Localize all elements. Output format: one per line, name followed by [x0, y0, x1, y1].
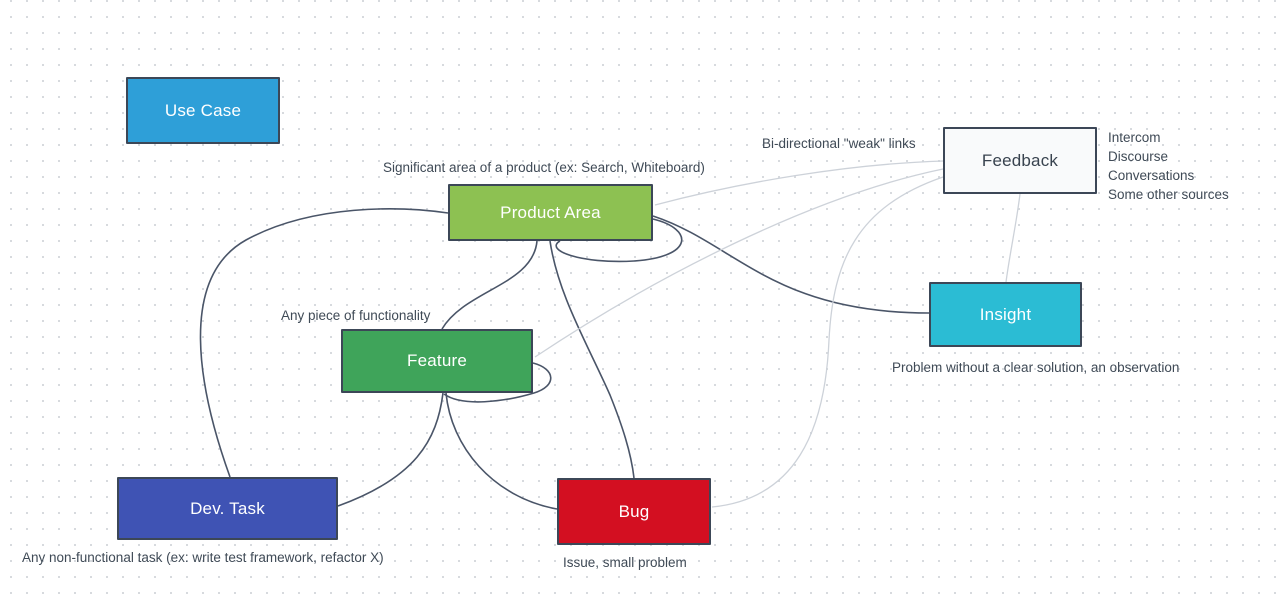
node-dev-task-label: Dev. Task: [190, 498, 265, 518]
node-use-case[interactable]: Use Case: [126, 77, 280, 144]
annotation-insight[interactable]: Problem without a clear solution, an obs…: [892, 360, 1180, 375]
edge-feedback-product-area[interactable]: [654, 160, 944, 206]
annotation-feedback-sources[interactable]: Intercom Discourse Conversations Some ot…: [1108, 128, 1229, 204]
feedback-source-line: Some other sources: [1108, 187, 1229, 202]
edge-feature-bug[interactable]: [445, 392, 558, 510]
annotation-bug[interactable]: Issue, small problem: [563, 555, 687, 570]
node-use-case-label: Use Case: [164, 100, 242, 120]
edge-product-area-self-loop[interactable]: [555, 218, 683, 263]
node-bug[interactable]: Bug: [557, 478, 711, 545]
annotation-dev-task[interactable]: Any non-functional task (ex: write test …: [22, 550, 384, 565]
feedback-source-line: Conversations: [1108, 168, 1195, 183]
edge-feedback-bug[interactable]: [711, 176, 944, 508]
node-dev-task[interactable]: Dev. Task: [117, 477, 338, 540]
edge-feature-self-loop[interactable]: [443, 362, 552, 403]
edge-dev-task-product-area[interactable]: [199, 208, 449, 478]
feedback-source-line: Intercom: [1108, 130, 1161, 145]
feedback-source-line: Discourse: [1108, 149, 1169, 164]
annotation-feature[interactable]: Any piece of functionality: [281, 308, 431, 323]
edge-product-area-insight[interactable]: [652, 215, 930, 314]
node-insight[interactable]: Insight: [929, 282, 1082, 347]
node-product-area[interactable]: Product Area: [448, 184, 653, 241]
node-feedback-label: Feedback: [981, 150, 1059, 170]
edge-feature-dev-task[interactable]: [337, 392, 444, 507]
annotation-product-area[interactable]: Significant area of a product (ex: Searc…: [383, 160, 705, 175]
edge-product-area-bug[interactable]: [549, 240, 635, 479]
node-feature-label: Feature: [407, 351, 467, 370]
node-bug-label: Bug: [618, 501, 650, 521]
node-product-area-label: Product Area: [500, 202, 601, 222]
edge-feedback-insight[interactable]: [1005, 193, 1021, 283]
edge-product-area-feature[interactable]: [441, 240, 538, 330]
node-feedback[interactable]: Feedback: [943, 127, 1097, 194]
annotation-weak-links[interactable]: Bi-directional "weak" links: [762, 136, 916, 151]
node-insight-label: Insight: [979, 304, 1032, 324]
node-feature[interactable]: Feature: [341, 329, 533, 393]
edge-feedback-feature[interactable]: [534, 168, 944, 358]
